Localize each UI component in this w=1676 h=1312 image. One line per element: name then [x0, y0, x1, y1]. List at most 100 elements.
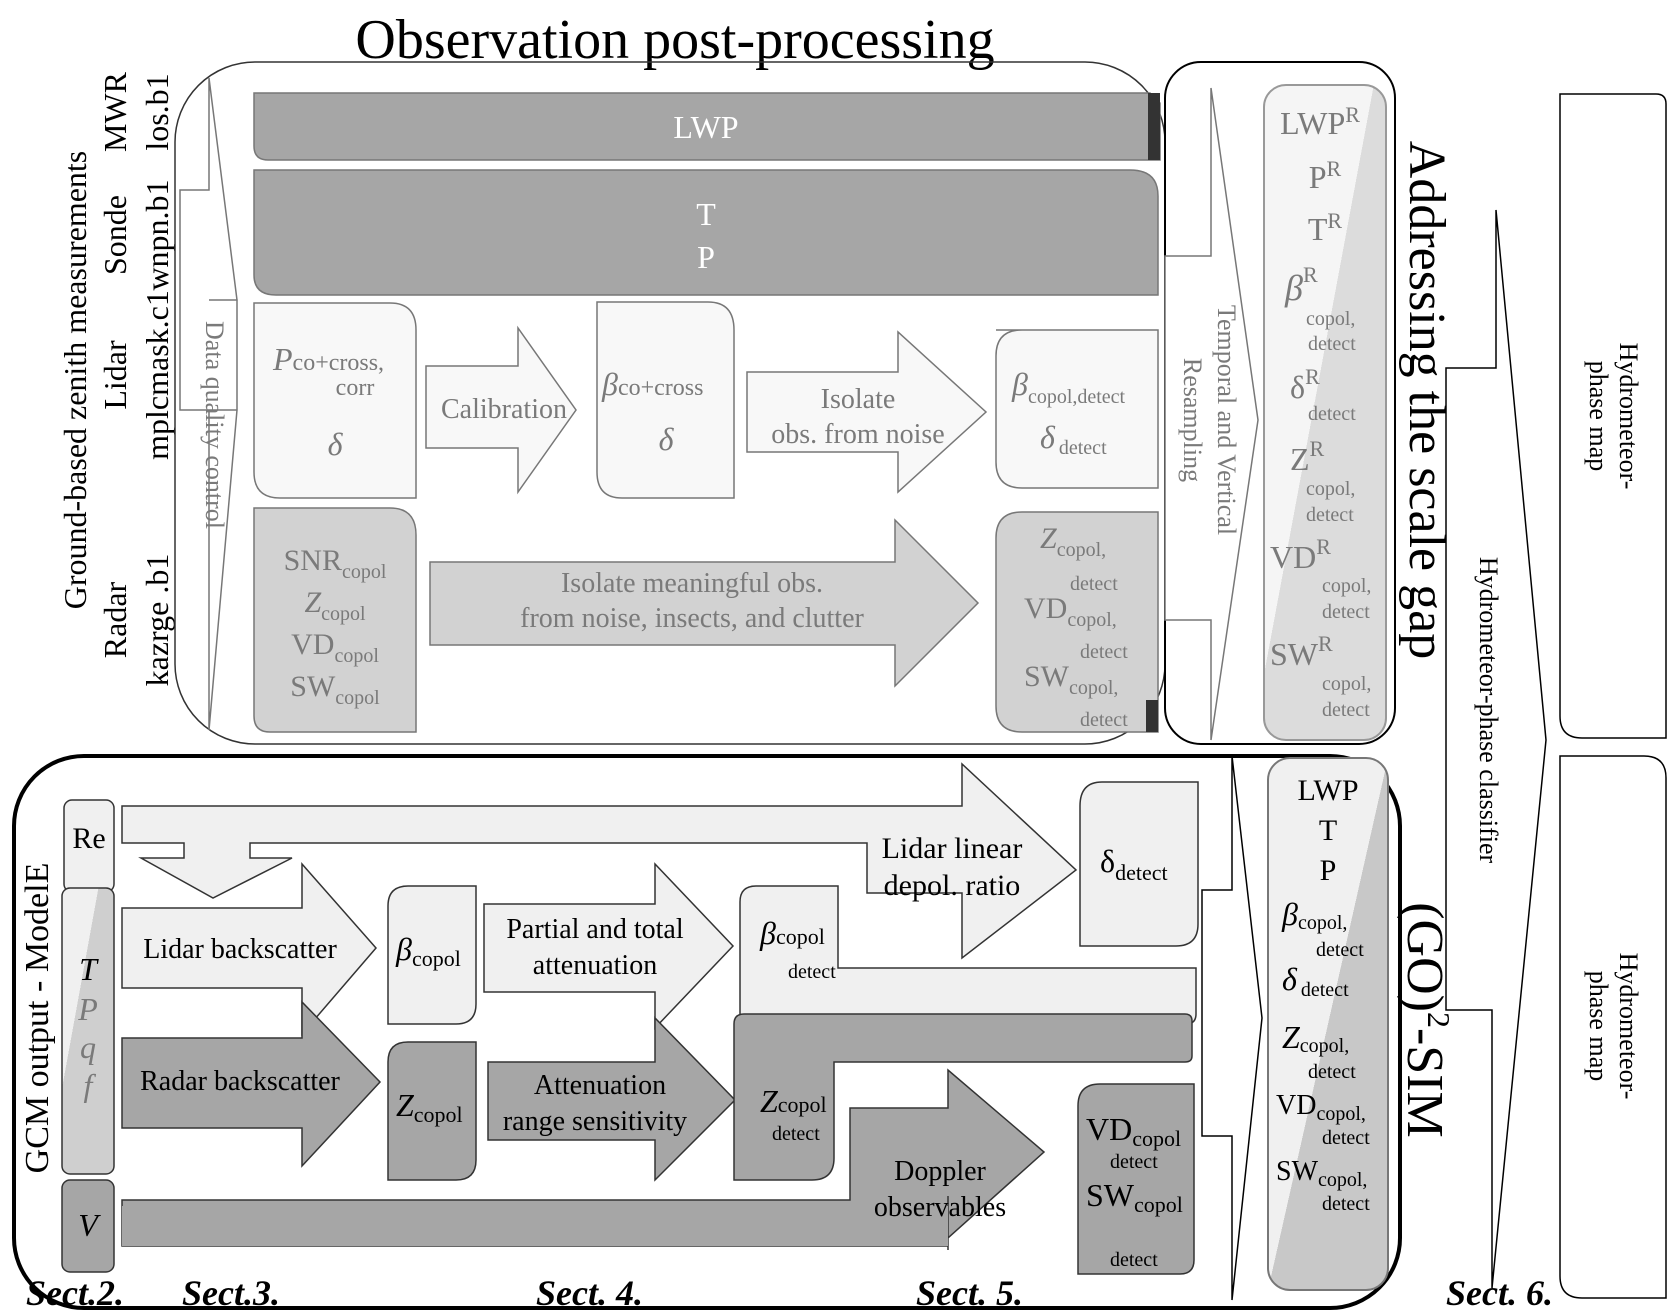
resampling-label-1: Temporal and Vertical — [1212, 305, 1241, 535]
lidar-cal-box — [596, 301, 735, 499]
lidar-cal-beta: βco+cross — [601, 366, 703, 402]
z-copol-box — [387, 1041, 477, 1181]
svg-text:detect: detect — [1322, 1193, 1370, 1215]
depol-arrow — [121, 762, 1078, 960]
instrument-lidar: Lidar — [97, 340, 133, 410]
svg-text:VDcopol,: VDcopol, — [1024, 592, 1117, 631]
radar-backscatter-label: Radar backscatter — [140, 1066, 340, 1097]
tp-bar — [253, 169, 1159, 296]
svg-text:detect: detect — [1322, 1127, 1370, 1149]
section-label-2: Sect.2. — [26, 1273, 124, 1312]
radar-detect-vars: Zcopol, detect VDcopol, detect SWcopol, … — [1024, 522, 1128, 731]
svg-text:detect: detect — [1080, 641, 1128, 663]
sim-aggregate-arrow — [1201, 755, 1263, 1301]
phase-map-bottom-label-1: Hydrometeor- — [1614, 953, 1643, 1100]
phase-map-box-bottom — [1559, 755, 1667, 1299]
gcm-input-p: P — [77, 991, 98, 1027]
phase-map-top-label-1: Hydrometeor- — [1614, 343, 1643, 490]
svg-text:detect: detect — [1308, 403, 1356, 425]
sim-label: (GO)2-SIM — [1396, 902, 1457, 1138]
gcm-input-q: q — [80, 1029, 96, 1065]
svg-text:LWPR: LWPR — [1280, 102, 1360, 141]
sw-detect-sub2: detect — [1110, 1249, 1158, 1271]
quality-control-arrow — [179, 77, 238, 731]
section-label-3: Sect.3. — [182, 1273, 280, 1312]
phase-map-top-label-2: phase map — [1584, 361, 1613, 471]
svg-text:SWcopol,: SWcopol, — [1024, 660, 1118, 699]
svg-text:detect: detect — [1322, 699, 1370, 721]
gcm-label: GCM output - ModelE — [19, 863, 56, 1174]
sw-detect-label: SWcopol — [1086, 1177, 1183, 1217]
svg-text:Zcopol,: Zcopol, — [1282, 1019, 1349, 1057]
instrument-sonde: Sonde — [97, 195, 133, 275]
svg-text:copol,: copol, — [1306, 308, 1355, 330]
phase-map-box-top — [1559, 93, 1667, 739]
vd-detect-sub2: detect — [1110, 1151, 1158, 1173]
svg-text:copol,: copol, — [1322, 575, 1371, 597]
svg-text:ZR: ZR — [1290, 436, 1325, 477]
gcm-input-v — [61, 1179, 115, 1273]
lidar-raw-p: Pco+cross, — [272, 341, 384, 377]
svg-text:βR: βR — [1284, 262, 1318, 308]
lidar-detect-box — [995, 329, 1159, 489]
svg-text:VDcopol: VDcopol — [291, 628, 379, 667]
radar-raw-vars: SNRcopol Zcopol VDcopol SWcopol — [284, 544, 387, 709]
tp-bar-p: P — [697, 239, 715, 275]
z-detect-box — [733, 1013, 1193, 1181]
gcm-input-t: T — [79, 951, 99, 987]
isolate-lidar-label-1: Isolate — [821, 384, 896, 415]
svg-text:δdetect: δdetect — [1282, 961, 1349, 1001]
quality-control-label: Data quality control — [200, 321, 229, 529]
svg-text:SWR: SWR — [1270, 631, 1333, 672]
doppler-label-1: Doppler — [894, 1156, 986, 1187]
gcm-input-re-label: Re — [72, 822, 105, 855]
lidar-raw-delta: δ — [328, 426, 344, 462]
svg-text:VDcopol,: VDcopol, — [1276, 1090, 1366, 1125]
beta-detect-sub2: detect — [788, 961, 836, 983]
delta-detect-box — [1079, 781, 1199, 947]
instrument-radar: Radar — [97, 581, 133, 658]
depol-label-2: depol. ratio — [884, 869, 1021, 902]
svg-text:Zcopol,: Zcopol, — [1040, 522, 1106, 561]
section-label-5: Sect. 5. — [916, 1273, 1023, 1312]
group-label: Ground-based zenith measurements — [57, 151, 93, 610]
lwp-bar-label: LWP — [673, 109, 738, 145]
vd-detect-label: VDcopol — [1086, 1111, 1181, 1151]
section-label-6: Sect. 6. — [1446, 1273, 1553, 1312]
isolate-radar-label-1: Isolate meaningful obs. — [561, 568, 823, 599]
isolate-lidar-label-2: obs. from noise — [771, 419, 944, 450]
svg-text:VDR: VDR — [1270, 534, 1331, 575]
resampled-outputs: LWPR PR TR βR copol, detect δR detect ZR… — [1270, 102, 1371, 721]
beta-copol-label: βcopol — [395, 931, 461, 971]
isolate-lidar-arrow — [746, 330, 988, 494]
lidar-raw-corr: corr — [336, 375, 375, 401]
svg-text:T: T — [1319, 814, 1337, 847]
isolate-radar-label-2: from noise, insects, and clutter — [520, 603, 864, 634]
gcm-input-v-label: V — [78, 1207, 101, 1243]
svg-text:detect: detect — [1070, 573, 1118, 595]
classifier-label: Hydrometeor-phase classifier — [1474, 557, 1503, 864]
svg-text:Zcopol: Zcopol — [304, 586, 366, 625]
gcm-input-state — [61, 887, 115, 1175]
calibration-label: Calibration — [441, 394, 567, 425]
radar-attenuation-label-2: range sensitivity — [503, 1106, 687, 1137]
svg-text:TR: TR — [1308, 208, 1343, 247]
z-detect-sub2: detect — [772, 1123, 820, 1145]
product-sonde: wnpn.b1 — [139, 179, 175, 290]
product-lidar: mplcmask.c1 — [139, 290, 175, 460]
svg-text:detect: detect — [1308, 333, 1356, 355]
radar-attenuation-label-1: Attenuation — [534, 1070, 666, 1101]
z-detect-label: Zcopol — [760, 1083, 827, 1119]
instrument-mwr: MWR — [97, 71, 133, 152]
calibration-arrow — [425, 325, 577, 495]
svg-text:SWcopol,: SWcopol, — [1276, 1156, 1367, 1191]
radar-detect-box — [995, 511, 1159, 733]
section-label-4: Sect. 4. — [536, 1273, 643, 1312]
phase-map-bottom-label-2: phase map — [1584, 971, 1613, 1081]
svg-text:βcopol,: βcopol, — [1281, 896, 1347, 934]
lidar-cal-delta: δ — [659, 421, 675, 457]
instrument-labels: Ground-based zenith measurements MWR los… — [57, 71, 175, 686]
